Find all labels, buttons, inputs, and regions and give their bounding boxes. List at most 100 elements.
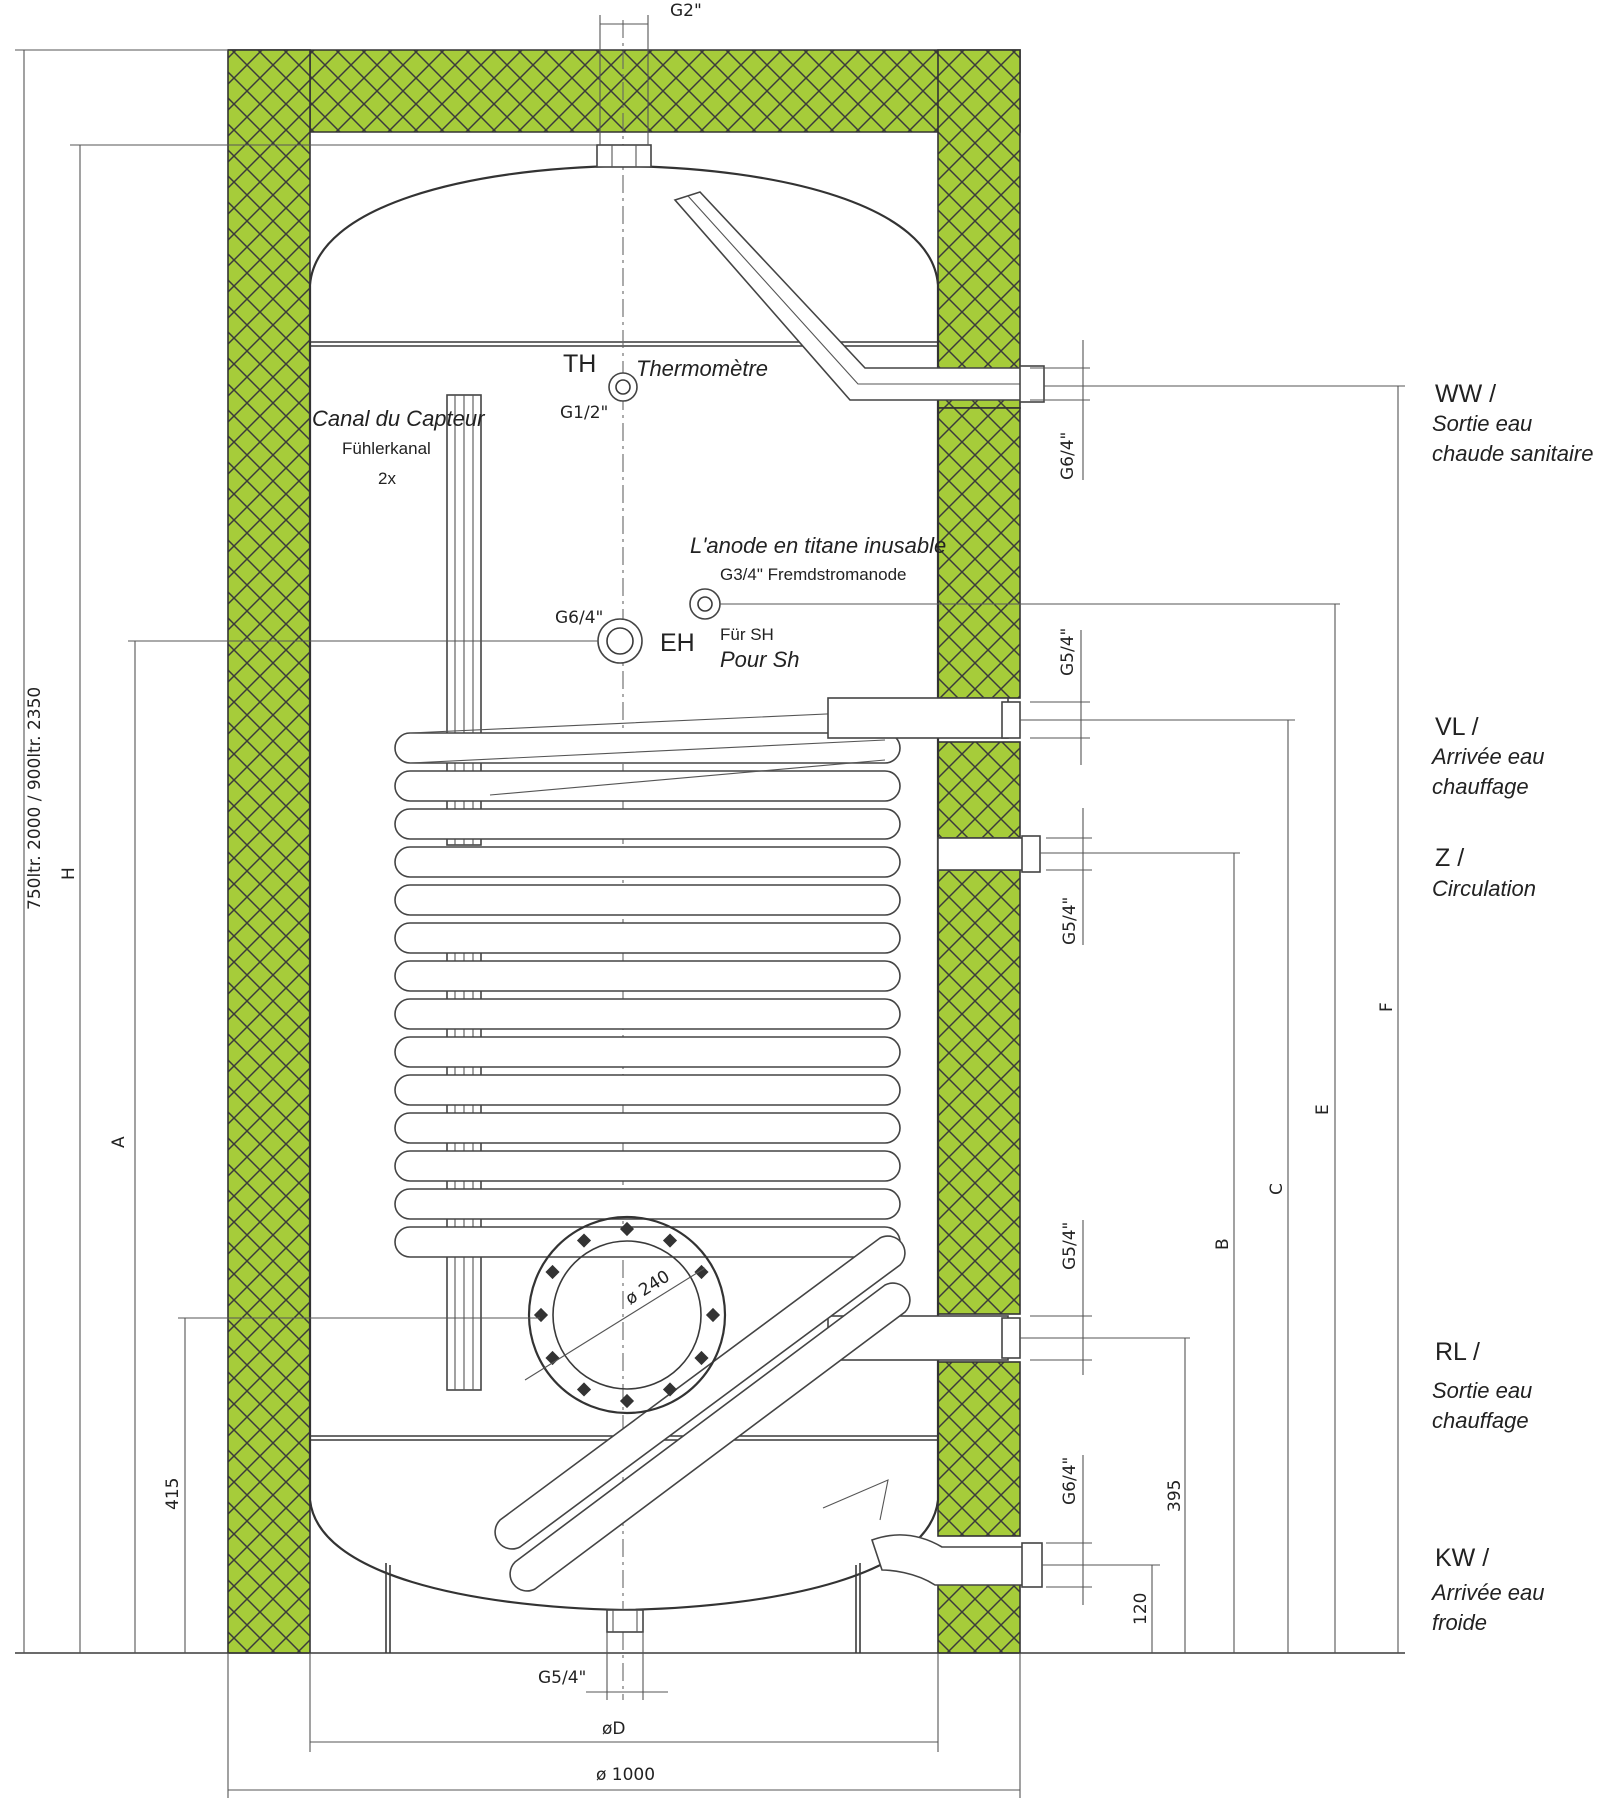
dim-B: B (1213, 853, 1235, 1653)
d120-label: 120 (1131, 1593, 1151, 1625)
ww-code: WW / (1435, 380, 1496, 408)
flange-bolts (533, 1221, 721, 1409)
vl-desc-1: Arrivée eau (1430, 744, 1545, 769)
inner-diameter-label: øD (602, 1719, 626, 1739)
insulation-right-e (937, 1577, 1021, 1654)
flange-bolt (619, 1221, 635, 1237)
anode-port (689, 588, 721, 620)
thread-dim-rl: G5/4" (1030, 1220, 1092, 1375)
label-ww: WW / Sortie eau chaude sanitaire (1432, 380, 1593, 466)
anode: L'anode en titane inusable G3/4" Fremdst… (689, 533, 1340, 620)
z-code: Z / (1435, 844, 1464, 872)
flange-diameter: ø 240 (622, 1267, 674, 1310)
rl-thread: G5/4" (1060, 1222, 1080, 1270)
heating-coil (394, 711, 901, 1258)
coil-turn (394, 808, 901, 840)
coil-inlet-pipe (827, 697, 1021, 739)
dim-inner-diameter: øD (309, 1653, 939, 1752)
insulation-right-d (937, 1361, 1021, 1537)
kw-code: KW / (1435, 1544, 1489, 1572)
dim-F: F (1377, 386, 1399, 1653)
diagonal-return-tubes (494, 1235, 911, 1592)
d395-label: 395 (1165, 1480, 1185, 1512)
insulation-right-a (937, 407, 1021, 699)
vl-code: VL / (1435, 713, 1479, 741)
insulation-right-c (937, 869, 1021, 1315)
thread-dim-vl: G5/4" (1030, 628, 1090, 765)
coil-turn (394, 1226, 901, 1258)
coil-turn (394, 960, 901, 992)
electric-heater-port: G6/4" EH Für SH Pour Sh (128, 608, 800, 672)
ww-desc-2: chaude sanitaire (1432, 441, 1593, 466)
B-label: B (1213, 1238, 1233, 1250)
thermometer-code: TH (563, 350, 596, 378)
flange-bolt (619, 1393, 635, 1409)
dim-A: A (109, 641, 136, 1653)
anode-name-fr: L'anode en titane inusable (690, 533, 946, 558)
ww-desc-1: Sortie eau (1432, 411, 1532, 436)
bottom-drain: G5/4" (538, 1609, 668, 1700)
dim-C: C (1267, 720, 1289, 1653)
z-desc-1: Circulation (1432, 876, 1536, 901)
thermometer: TH Thermomètre G1/2" (560, 350, 768, 423)
top-connection: G2" (596, 1, 702, 168)
flange-bolt (576, 1382, 592, 1397)
label-z: Z / Circulation (1432, 844, 1536, 901)
rl-desc-2: chauffage (1432, 1408, 1529, 1433)
kw-desc-2: froide (1432, 1610, 1487, 1635)
A-label: A (109, 1136, 129, 1148)
dim-395: 395 (1165, 1338, 1186, 1653)
thread-dim-ww: G6/4" (1030, 340, 1090, 480)
sensor-channel-upper (446, 394, 482, 846)
flange-bolt (705, 1307, 721, 1323)
flange-bolt (694, 1264, 709, 1280)
insulation-top (228, 49, 1021, 133)
insulation-left (227, 49, 311, 1654)
label-rl: RL / Sortie eau chauffage (1432, 1338, 1532, 1433)
label-vl: VL / Arrivée eau chauffage (1430, 713, 1545, 799)
thread-dim-kw: G6/4" (1046, 1455, 1092, 1605)
hot-water-pipe (673, 191, 1045, 403)
cold-water-pipe (822, 1479, 1043, 1588)
vl-desc-2: chauffage (1432, 774, 1529, 799)
insulation-jacket (227, 49, 1021, 1654)
coil-turn (394, 770, 901, 802)
flange-bolt (545, 1350, 560, 1366)
thermometer-name: Thermomètre (636, 356, 768, 381)
coil-turn (394, 1188, 901, 1220)
dim-120: 120 (1131, 1565, 1153, 1653)
kw-desc-1: Arrivée eau (1430, 1580, 1545, 1605)
coil-turn (394, 1112, 901, 1144)
flange-bolt (533, 1307, 549, 1323)
F-label: F (1377, 1002, 1397, 1012)
coil-turn (394, 884, 901, 916)
coil-turn (394, 1150, 901, 1182)
rl-code: RL / (1435, 1338, 1480, 1366)
anode-name-de: G3/4" Fremdstromanode (720, 565, 907, 584)
flange-bolt (694, 1350, 709, 1366)
coil-turn (394, 732, 901, 764)
top-thread-label: G2" (670, 1, 702, 21)
tank-shell (308, 164, 940, 342)
dim-415: 415 (163, 1317, 540, 1653)
insulation-right-b (937, 741, 1021, 839)
insulation-right-top (937, 49, 1021, 409)
dim-E: E (1313, 604, 1336, 1653)
E-label: E (1313, 1104, 1333, 1115)
heater-code: EH (660, 629, 695, 657)
dim-overall-height: 750ltr. 2000 / 900ltr. 2350 (15, 49, 228, 1653)
H-label: H (59, 867, 79, 880)
dim-outer-diameter: ø 1000 (227, 1653, 1021, 1798)
heater-note-de: Für SH (720, 625, 774, 644)
overall-height-label: 750ltr. 2000 / 900ltr. 2350 (25, 687, 45, 910)
coil-connector (409, 711, 886, 796)
kw-thread: G6/4" (1060, 1457, 1080, 1505)
coil-turn (394, 922, 901, 954)
dim-H: H (59, 144, 597, 1653)
flange-bolt (545, 1264, 560, 1280)
thread-dim-z: G5/4" (1046, 808, 1092, 945)
sensor-channel-count: 2x (378, 469, 396, 488)
thermometer-thread: G1/2" (560, 403, 608, 423)
label-kw: KW / Arrivée eau froide (1430, 1544, 1545, 1635)
